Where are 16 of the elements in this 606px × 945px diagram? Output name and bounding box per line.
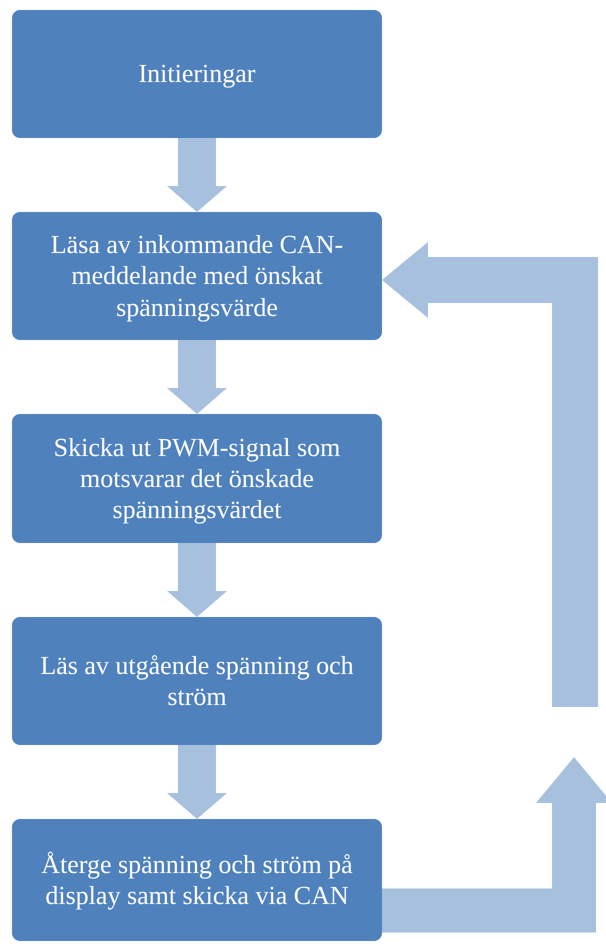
arrow [382, 757, 606, 932]
arrow [167, 543, 227, 617]
process-box [12, 617, 382, 745]
process-box [12, 212, 382, 340]
step-text: Skicka ut PWM-signal som motsvarar det önskade spänningsvärdet [52, 432, 342, 526]
step-text: Initieringar [138, 58, 256, 90]
process-box [12, 414, 382, 543]
process-box [12, 819, 382, 941]
arrow [167, 745, 227, 819]
arrow [382, 242, 598, 707]
step-text: Läs av utgående spänning och ström [39, 650, 355, 712]
arrow [167, 138, 227, 212]
step-text: Läsa av inkommande CAN-meddelande med önskat spänningsvärde [50, 229, 344, 323]
arrow [167, 340, 227, 414]
process-box [12, 10, 382, 138]
step-text: Återge spänning och ström på display samt skicka via CAN [40, 848, 354, 912]
